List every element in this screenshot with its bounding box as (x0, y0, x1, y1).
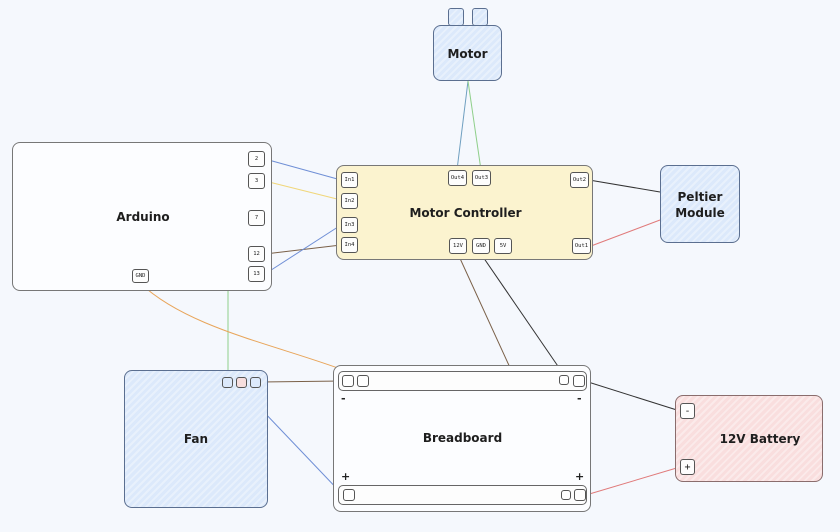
arduino-pin-13[interactable]: 13 (248, 266, 265, 282)
wire-motor-out3 (467, 80, 482, 171)
wire-breadboard-battery-minus (584, 380, 681, 412)
controller-pin-in1[interactable]: In1 (341, 172, 358, 188)
motor-label: Motor (447, 47, 488, 61)
battery-label: 12V Battery (719, 432, 801, 446)
fan-pin-3[interactable] (250, 377, 261, 388)
breadboard-hole-bottom-2[interactable] (561, 490, 571, 500)
wire-fan-breadboard-top (260, 380, 343, 383)
controller-pin-out3[interactable]: Out3 (472, 170, 491, 186)
controller-pin-in4[interactable]: In4 (341, 237, 358, 253)
controller-pin-12v[interactable]: 12V (449, 238, 467, 254)
battery[interactable]: 12V Battery (675, 395, 823, 482)
wire-breadboard-battery-plus (585, 466, 681, 496)
motor[interactable]: Motor (433, 25, 502, 81)
breadboard-hole-top-2[interactable] (357, 375, 369, 387)
fan-label: Fan (183, 432, 209, 446)
breadboard-top-rail (338, 371, 587, 391)
battery-terminal-minus[interactable]: - (680, 403, 695, 419)
breadboard-minus-right: - (577, 392, 582, 405)
breadboard-hole-top-4[interactable] (573, 375, 585, 387)
fan-pin-1[interactable] (222, 377, 233, 388)
fan-pin-2[interactable] (236, 377, 247, 388)
peltier-module[interactable]: Peltier Module (660, 165, 740, 243)
motor-controller-label: Motor Controller (409, 206, 522, 220)
controller-pin-gnd[interactable]: GND (472, 238, 490, 254)
breadboard-bottom-rail (338, 485, 587, 505)
wire-out1-peltier (590, 219, 661, 247)
controller-pin-out2[interactable]: Out2 (570, 172, 589, 188)
peltier-module-label: Peltier Module (675, 190, 725, 220)
fan[interactable]: Fan (124, 370, 268, 508)
wire-arduino2-in1 (264, 158, 342, 181)
wire-motor-out4 (456, 80, 469, 171)
arduino-pin-gnd[interactable]: GND (132, 269, 149, 283)
wire-gnd-breadboard-top (480, 253, 565, 376)
breadboard-hole-bottom-3[interactable] (574, 489, 586, 501)
motor-shaft-right (472, 8, 488, 26)
arduino-pin-7[interactable]: 7 (248, 210, 265, 226)
breadboard-plus-right: + (575, 470, 585, 483)
controller-pin-in2[interactable]: In2 (341, 193, 358, 209)
wire-arduino3-in2 (264, 180, 342, 201)
arduino-label: Arduino (116, 210, 170, 224)
breadboard-label: Breadboard (422, 431, 503, 445)
breadboard-minus-left: - (341, 392, 346, 405)
breadboard-hole-bottom-1[interactable] (343, 489, 355, 501)
motor-shaft-left (448, 8, 464, 26)
breadboard-plus-left: + (341, 470, 351, 483)
breadboard-hole-top-3[interactable] (559, 375, 569, 385)
arduino[interactable]: Arduino (12, 142, 272, 291)
wire-arduino13-in3 (264, 224, 342, 275)
battery-terminal-plus[interactable]: + (680, 459, 695, 475)
arduino-pin-12[interactable]: 12 (248, 246, 265, 262)
breadboard-hole-top-1[interactable] (342, 375, 354, 387)
arduino-pin-2[interactable]: 2 (248, 151, 265, 167)
controller-pin-out4[interactable]: Out4 (448, 170, 467, 186)
arduino-pin-3[interactable]: 3 (248, 173, 265, 189)
controller-pin-in3[interactable]: In3 (341, 217, 358, 233)
wire-out2-peltier (588, 179, 661, 193)
wire-gnd-breadboard (139, 282, 358, 376)
controller-pin-out1[interactable]: Out1 (572, 238, 591, 254)
controller-pin-5v[interactable]: 5V (494, 238, 512, 254)
